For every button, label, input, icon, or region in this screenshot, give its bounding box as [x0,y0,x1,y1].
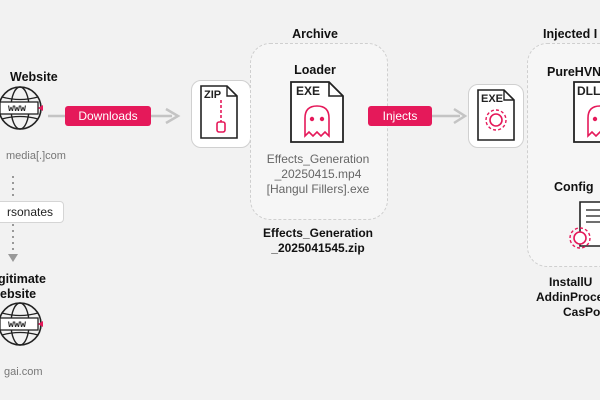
exe-gear-file-icon [476,88,516,142]
legit-title-2: ebsite [0,287,37,301]
zip-filename-1: Effects_Generation [262,226,374,240]
globe-icon-legit [0,300,44,348]
website-title: Website [10,70,58,84]
loader-title: Loader [294,63,336,77]
loader-filename-1: Effects_Generation [266,152,370,166]
injected-group [527,43,600,267]
dll-label: DLL [577,84,600,98]
zip-filename-2: _2025041545.zip [271,241,365,255]
dll-file-icon [572,80,600,144]
injects-label: Injects [368,106,432,126]
globe-icon [0,84,44,132]
exe-label: EXE [481,93,504,105]
archive-title: Archive [292,27,338,41]
proc-line-2: AddinProce [536,290,600,304]
config-title: Config [554,180,594,194]
malicious-domain: media[.]com [6,150,66,162]
loader-exe-icon [289,80,345,144]
zip-file-icon [199,84,239,140]
www-label: www [8,104,27,115]
loader-exe-label: EXE [296,84,321,98]
www-label-legit: www [8,320,27,331]
loader-filename-2: _20250415.mp4 [274,167,362,181]
dotted-connector-bottom [6,224,20,264]
purehvn-title: PureHVN [547,65,600,79]
downloads-label: Downloads [65,106,151,126]
legit-domain: gai.com [4,366,43,378]
injected-title: Injected I [543,27,598,41]
impersonates-label: rsonates [0,201,64,223]
loader-filename-3: [Hangul Fillers].exe [266,182,370,196]
config-gear-icon [566,200,600,252]
dotted-connector-top [8,176,18,200]
proc-line-1: InstallU [549,275,593,289]
impersonates-text: rsonates [6,205,54,219]
proc-line-3: CasPo [563,305,600,319]
zip-label: ZIP [204,89,222,101]
legit-title-1: gitimate [0,272,46,286]
